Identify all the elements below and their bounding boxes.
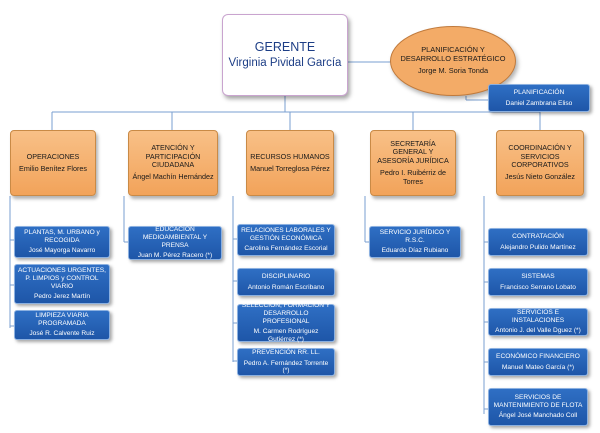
node-name: Ángel Machín Hernández bbox=[132, 172, 214, 182]
node-name: M. Carmen Rodríguez Gutiérrez (*) bbox=[253, 328, 319, 344]
unit-plantas-recogida: PLANTAS, M. URBANO y RECOGIDA José Mayor… bbox=[14, 226, 110, 258]
node-title: SELECCIÓN, FORMACIÓN Y DESARROLLO PROFES… bbox=[241, 302, 331, 325]
unit-contratacion: CONTRATACIÓN Alejandro Pulido Martínez bbox=[488, 228, 588, 256]
department-atencion-ciudadana: ATENCIÓN Y PARTICIPACIÓN CIUDADANA Ángel… bbox=[128, 130, 218, 196]
node-title: CONTRATACIÓN bbox=[512, 232, 564, 240]
unit-mantenimiento-flota: SERVICIOS DE MANTENIMIENTO DE FLOTA Ánge… bbox=[488, 388, 588, 426]
node-name: Francisco Serrano Lobato bbox=[500, 283, 576, 291]
node-name: Carolina Fernández Escorial bbox=[244, 245, 328, 253]
node-name: Pedro A. Fernández Torrente (*) bbox=[243, 359, 329, 375]
unit-seleccion-formacion: SELECCIÓN, FORMACIÓN Y DESARROLLO PROFES… bbox=[237, 302, 335, 344]
node-name: Daniel Zambrana Eliso bbox=[505, 99, 573, 107]
unit-relaciones-laborales: RELACIONES LABORALES Y GESTIÓN ECONÓMICA… bbox=[237, 224, 335, 256]
node-title: PREVENCIÓN RR. LL. bbox=[252, 348, 320, 356]
unit-disciplinario: DISCIPLINARIO Antonio Román Escribano bbox=[237, 268, 335, 296]
department-coordinacion-servicios: COORDINACIÓN Y SERVICIOS CORPORATIVOS Je… bbox=[496, 130, 584, 196]
unit-prevencion: PREVENCIÓN RR. LL. Pedro A. Fernández To… bbox=[237, 348, 335, 376]
node-title: LIMPIEZA VIARIA PROGRAMADA bbox=[35, 311, 89, 327]
node-title: COORDINACIÓN Y SERVICIOS CORPORATIVOS bbox=[508, 143, 572, 169]
unit-economico-financiero: ECONÓMICO FINANCIERO Manuel Mateo García… bbox=[488, 348, 588, 376]
node-title: OPERACIONES bbox=[26, 151, 80, 161]
node-title: EDUCACIÓN MEDIOAMBIENTAL Y PRENSA bbox=[142, 225, 208, 249]
node-name: Manuel Mateo García (*) bbox=[501, 363, 575, 371]
node-name: Antonio Román Escribano bbox=[247, 283, 325, 291]
node-title: ACTUACIONES URGENTES, P. LIMPIOS y CONTR… bbox=[18, 266, 106, 290]
planificacion-box: PLANIFICACIÓN Daniel Zambrana Eliso bbox=[488, 84, 590, 112]
node-name: Eduardo Díaz Rubiano bbox=[381, 247, 449, 255]
node-name: Alejandro Pulido Martínez bbox=[500, 243, 576, 251]
node-title: PLANIFICACIÓN bbox=[513, 88, 565, 96]
node-title: SISTEMAS bbox=[521, 272, 555, 280]
node-title: PLANTAS, M. URBANO y RECOGIDA bbox=[24, 228, 100, 244]
planificacion-estrategico-box: PLANIFICACIÓN Y DESARROLLO ESTRATÉGICO J… bbox=[390, 26, 516, 96]
node-name: Jesús Nieto González bbox=[505, 172, 575, 182]
node-title: DISCIPLINARIO bbox=[261, 272, 311, 280]
node-title: SECRETARÍA GENERAL Y ASESORÍA JURÍDICA bbox=[377, 138, 449, 165]
node-title: RECURSOS HUMANOS bbox=[250, 151, 330, 161]
unit-educacion-medioambiental: EDUCACIÓN MEDIOAMBIENTAL Y PRENSA Juan M… bbox=[128, 226, 222, 260]
node-title: PLANIFICACIÓN Y DESARROLLO ESTRATÉGICO bbox=[400, 44, 506, 63]
node-title: SERVICIOS E INSTALACIONES bbox=[511, 308, 565, 324]
node-name: José R. Calvente Ruiz bbox=[29, 330, 95, 338]
gerente-title: GERENTE bbox=[254, 39, 316, 54]
node-name: Jorge M. Soria Tonda bbox=[417, 66, 489, 76]
node-title: ECONÓMICO FINANCIERO bbox=[496, 352, 580, 360]
node-name: Antonio J. del Valle Dguez (*) bbox=[495, 327, 581, 335]
node-name: Pedro I. Ruibérriz de Torres bbox=[380, 168, 446, 186]
unit-servicio-juridico: SERVICIO JURÍDICO Y R.S.C. Eduardo Díaz … bbox=[369, 226, 461, 258]
node-name: Emilio Benítez Flores bbox=[19, 164, 87, 173]
node-title: RELACIONES LABORALES Y GESTIÓN ECONÓMICA bbox=[241, 226, 331, 242]
gerente-box: GERENTE Virginia Pividal García bbox=[222, 14, 348, 96]
unit-limpieza-viaria: LIMPIEZA VIARIA PROGRAMADA José R. Calve… bbox=[14, 310, 110, 340]
node-title: ATENCIÓN Y PARTICIPACIÓN CIUDADANA bbox=[145, 143, 201, 169]
node-name: Manuel Torreglosa Pérez bbox=[250, 164, 330, 173]
gerente-name: Virginia Pividal García bbox=[228, 56, 342, 69]
unit-actuaciones-urgentes: ACTUACIONES URGENTES, P. LIMPIOS y CONTR… bbox=[14, 264, 110, 304]
department-operaciones: OPERACIONES Emilio Benítez Flores bbox=[10, 130, 96, 196]
unit-servicios-instalaciones: SERVICIOS E INSTALACIONES Antonio J. del… bbox=[488, 308, 588, 336]
department-secretaria-general: SECRETARÍA GENERAL Y ASESORÍA JURÍDICA P… bbox=[370, 130, 456, 196]
node-name: Pedro Jerez Martín bbox=[33, 293, 91, 301]
node-title: SERVICIO JURÍDICO Y R.S.C. bbox=[379, 228, 451, 244]
unit-sistemas: SISTEMAS Francisco Serrano Lobato bbox=[488, 268, 588, 296]
node-name: Juan M. Pérez Racero (*) bbox=[137, 252, 213, 260]
node-title: SERVICIOS DE MANTENIMIENTO DE FLOTA bbox=[493, 393, 583, 409]
node-name: Ángel José Manchado Coll bbox=[498, 412, 578, 420]
department-recursos-humanos: RECURSOS HUMANOS Manuel Torreglosa Pérez bbox=[246, 130, 334, 196]
node-name: José Mayorga Navarro bbox=[28, 247, 96, 255]
